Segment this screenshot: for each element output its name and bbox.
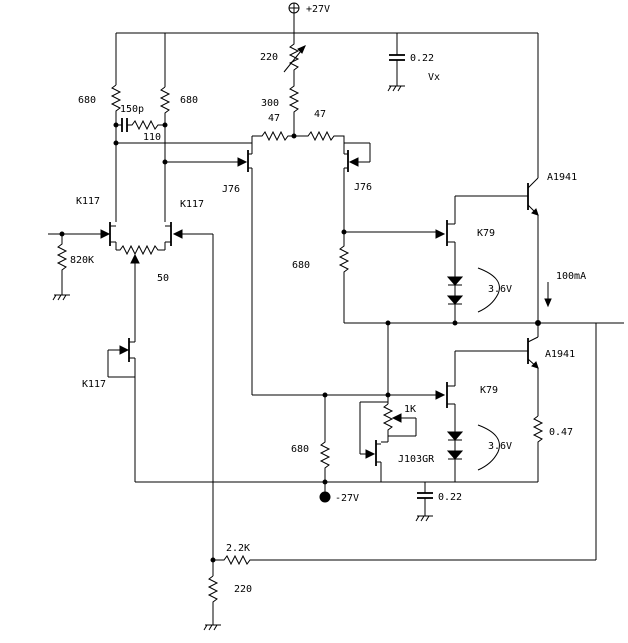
label-r-47-right: 47: [314, 109, 326, 120]
label-r-110: 110: [143, 132, 161, 143]
resistor-820k: [56, 234, 68, 295]
jfet-j76-right: [343, 150, 370, 232]
potentiometer-50: [116, 244, 165, 256]
label-led-top: 3.6V: [488, 284, 512, 295]
label-r-300: 300: [261, 98, 279, 109]
resistor-2k2: [213, 554, 262, 566]
label-current: 100mA: [556, 271, 586, 282]
jfet-k117-right: [164, 162, 213, 250]
jfet-j103gr: [359, 402, 388, 482]
label-k117-left: K117: [76, 196, 100, 207]
label-r-047: 0.47: [549, 427, 573, 438]
variable-resistor-220: [288, 33, 300, 80]
label-r-680-center: 680: [292, 260, 310, 271]
positive-supply-terminal: [288, 2, 300, 14]
jfet-k117-left: [48, 143, 117, 250]
ground-symbol: [415, 515, 433, 522]
jfet-k117-current-source: [107, 335, 136, 482]
transistor-a1941-bottom: [455, 336, 539, 416]
resistor-300: [288, 80, 300, 128]
label-led-bottom: 3.6V: [488, 441, 512, 452]
label-r-50: 50: [157, 273, 169, 284]
resistor-680-right: [159, 86, 171, 162]
label-pot-1k: 1K: [404, 404, 416, 415]
label-a1941-bottom: A1941: [545, 349, 575, 360]
label-a1941-top: A1941: [547, 172, 577, 183]
negative-supply-terminal: [319, 491, 331, 503]
led-pair-bottom: [446, 424, 500, 482]
resistor-680-center: [338, 232, 350, 323]
label-c-022-top: 0.22: [410, 53, 434, 64]
jfet-k79-top: [435, 196, 456, 277]
label-k117-right: K117: [180, 199, 204, 210]
label-j103: J103GR: [398, 454, 435, 465]
potentiometer-1k: [382, 403, 394, 442]
resistor-680-left: [110, 84, 122, 143]
resistor-110: [127, 119, 165, 131]
label-c-022-bottom: 0.22: [438, 492, 462, 503]
label-c-150p: 150p: [120, 104, 144, 115]
transistor-a1941-top: [522, 33, 539, 323]
label-k79-bottom: K79: [480, 385, 498, 396]
label-r-680-left: 680: [78, 95, 96, 106]
label-k117-bottom: K117: [82, 379, 106, 390]
resistor-47-left: [252, 130, 304, 142]
label-r-220-top: 220: [260, 52, 278, 63]
resistor-680-bottom: [319, 395, 331, 482]
label-r-680-bottom: 680: [291, 444, 309, 455]
label-vminus: -27V: [335, 493, 359, 504]
resistor-047: [532, 415, 544, 482]
label-r-47-left: 47: [268, 113, 280, 124]
label-vplus: +27V: [306, 4, 330, 15]
label-r-680-mid: 680: [180, 95, 198, 106]
ground-symbol: [203, 624, 221, 631]
ground-symbol: [387, 85, 405, 92]
resistor-47-right: [304, 130, 345, 150]
jfet-k79-bottom: [435, 351, 456, 432]
label-vx: Vx: [428, 72, 440, 83]
resistor-220-bottom: [207, 575, 219, 625]
jfet-j76-left: [165, 150, 253, 395]
ground-symbol: [52, 294, 70, 301]
led-pair-top: [446, 267, 500, 323]
label-j76-right: J76: [354, 182, 372, 193]
label-r-820k: 820K: [70, 255, 94, 266]
label-r-220-bottom: 220: [234, 584, 252, 595]
label-r-2k2: 2.2K: [226, 543, 250, 554]
label-k79-top: K79: [477, 228, 495, 239]
label-j76-left: J76: [222, 184, 240, 195]
